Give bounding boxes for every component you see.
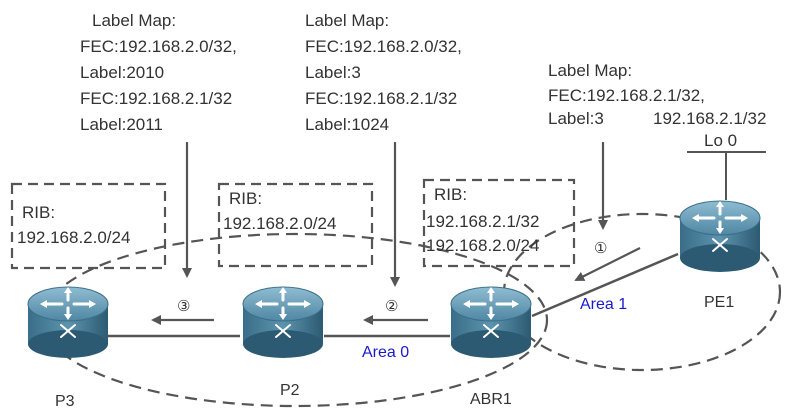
- label-map-p2-line-2: FEC:192.168.2.0/32,: [80, 37, 237, 56]
- area0-label: Area 0: [362, 344, 409, 361]
- label-map-p2-line-5: Label:2011: [80, 115, 163, 134]
- label-map-pe1-line-3: Label:3: [548, 109, 604, 128]
- step1-arrow: [574, 247, 641, 281]
- rib-abr1-line-1: RIB:: [434, 185, 467, 204]
- router-abr1-icon[interactable]: [449, 285, 533, 360]
- step2-marker: ②: [385, 298, 398, 315]
- rib-abr1-line-2: 192.168.2.1/32: [426, 212, 539, 231]
- router-pe1-icon[interactable]: [678, 199, 762, 274]
- label-map-p2-line-3: Label:2010: [80, 63, 164, 82]
- label-map-abr1-line-5: Label:1024: [305, 115, 389, 134]
- rib-p3-line-1: RIB:: [22, 203, 55, 222]
- loopback-address: 192.168.2.1/32: [653, 109, 766, 128]
- device-label-p3: P3: [55, 393, 75, 410]
- rib-box-p3: [10, 182, 167, 270]
- area0-boundary: [41, 232, 549, 408]
- rib-box-abr1: [422, 178, 576, 268]
- label-map-pe1-line-1: Label Map:: [548, 61, 632, 80]
- label-map-p2-line-4: FEC:192.168.2.1/32: [80, 89, 232, 108]
- rib-p2-line-2: 192.168.2.0/24: [223, 214, 336, 233]
- device-label-pe1: PE1: [704, 294, 734, 311]
- step3-marker: ③: [177, 298, 190, 315]
- router-p2-icon[interactable]: [241, 285, 325, 360]
- label-map-abr1-line-1: Label Map:: [305, 11, 389, 30]
- label-map-pe1-line-2: FEC:192.168.2.1/32,: [548, 86, 705, 105]
- device-label-abr1: ABR1: [470, 391, 512, 408]
- router-p3-icon[interactable]: [26, 285, 110, 360]
- label-map-abr1-line-3: Label:3: [305, 63, 361, 82]
- device-label-p2: P2: [280, 382, 300, 399]
- label-map-p2-line-1: Label Map:: [92, 11, 176, 30]
- rib-p3-line-2: 192.168.2.0/24: [17, 228, 130, 247]
- loopback-interface: Lo 0: [704, 131, 737, 150]
- label-map-abr1-line-4: FEC:192.168.2.1/32: [305, 89, 457, 108]
- link-abr1-pe1: [531, 252, 679, 318]
- step1-marker: ①: [594, 240, 607, 257]
- label-map-abr1-line-2: FEC:192.168.2.0/32,: [305, 37, 462, 56]
- rib-p2-line-1: RIB:: [229, 189, 262, 208]
- area1-label: Area 1: [580, 296, 627, 313]
- rib-box-p2: [217, 182, 374, 268]
- rib-abr1-line-3: 192.168.2.0/24: [426, 236, 539, 255]
